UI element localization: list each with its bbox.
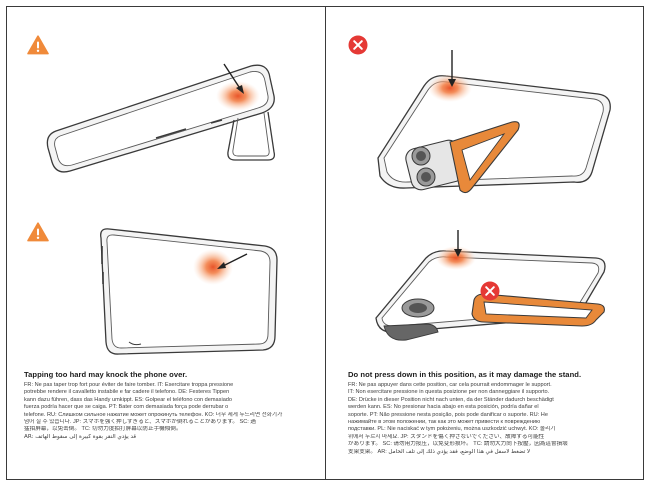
error-x-circle-icon — [480, 281, 500, 301]
phone-tap-illustration-bottom — [100, 228, 278, 355]
left-panel: Tapping too hard may knock the phone ove… — [6, 6, 325, 480]
stand-press-illustration-top — [377, 50, 611, 194]
caption-line: подставки. PL: Nie naciskać w tym położe… — [348, 426, 556, 433]
caption-line: 猛拍屏幕，以免击倒。 TC: 切勿力度拍打屏幕以防止手機傾倒。 — [24, 426, 182, 433]
caption-line: FR: Ne pas appuyer dans cette position, … — [348, 382, 552, 388]
panel-divider — [325, 6, 326, 480]
left-caption-body: FR: Ne pas taper trop fort pour éviter d… — [24, 382, 314, 441]
warning-triangle-icon — [27, 35, 49, 55]
caption-line: telefone. RU: Слишком сильное нажатие мо… — [24, 411, 283, 418]
caption-line: kann dazu führen, dass das Handy umkippt… — [24, 396, 233, 403]
caption-line: potrebbe rendere il cavalletto instabile… — [24, 389, 230, 396]
caption-line: DE: Drücke in dieser Position nicht nach… — [348, 396, 554, 403]
phone-tap-illustration-top — [46, 63, 276, 173]
caption-line: fuerza podría hacer que se caiga. PT: Ba… — [24, 404, 229, 411]
caption-line: IT: Non esercitare pressione in questa p… — [348, 389, 550, 396]
right-caption-title: Do not press down in this position, as i… — [348, 370, 582, 379]
caption-line: 支架支架。 AR: لا تضغط لأسفل في هذا الوضع، فق… — [348, 448, 531, 455]
caption-line: нажимайте в этом положении, так как это … — [348, 419, 541, 426]
warning-triangle-icon — [27, 222, 49, 242]
caption-line: soporte. PT: Não pressione nesta posição… — [348, 411, 548, 418]
right-caption-body: FR: Ne pas appuyer dans cette position, … — [348, 382, 638, 456]
error-x-circle-icon — [348, 35, 368, 55]
caption-line: FR: Ne pas taper trop fort pour éviter d… — [24, 382, 234, 388]
caption-line: 위에서 누르지 마세요. JP: スタンドを傷く押さないでください、故障する可能… — [348, 433, 545, 440]
caption-line: 넘어 질 수 있습니다. JP: スマホを強く押しすぎると、スマホが倒れることが… — [24, 419, 256, 426]
right-panel: Do not press down in this position, as i… — [326, 6, 644, 480]
caption-line: があります。 SC: 请勿用力按压，以免变形损坏。 TC: 請勿大力向下按壓，因… — [348, 441, 568, 448]
caption-line: AR: قد يؤدي النقر بقوة كبيرة إلى سقوط ال… — [24, 433, 137, 440]
left-caption-title: Tapping too hard may knock the phone ove… — [24, 370, 188, 379]
caption-line: werden kann. ES: No presionar hacia abaj… — [348, 404, 539, 411]
